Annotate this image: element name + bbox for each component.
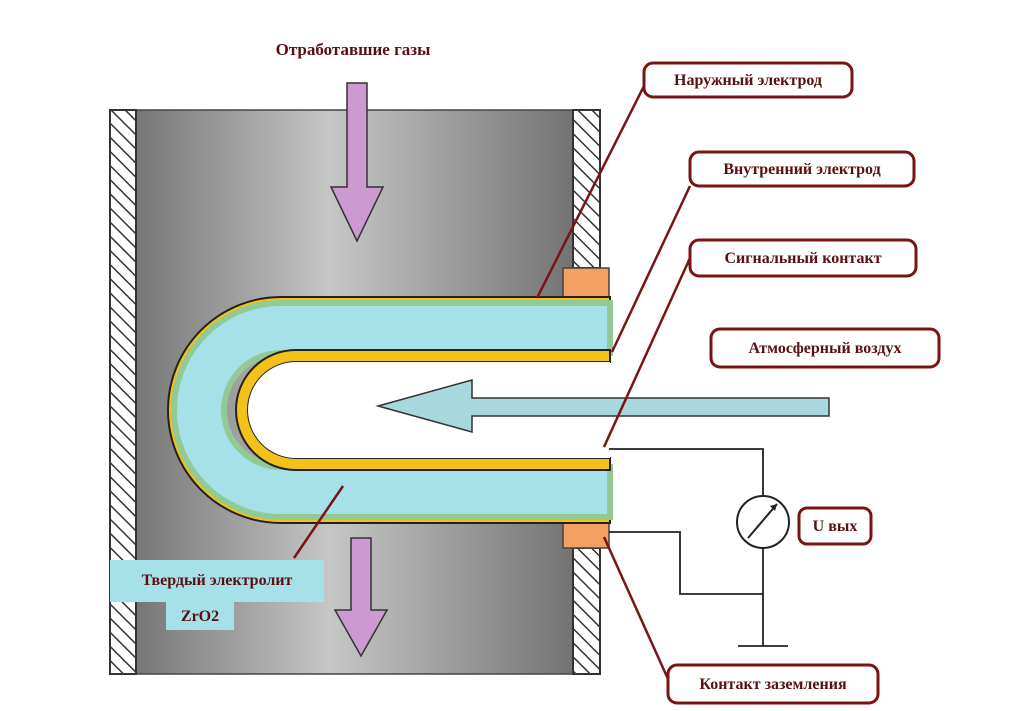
electrolyte-formula-bg	[166, 602, 234, 630]
signal-contact-label-box	[688, 238, 918, 278]
atmospheric-air-label: Атмосферный воздух	[749, 340, 902, 357]
electrolyte-formula-label: ZrO2	[181, 608, 219, 625]
exhaust-in-arrow	[329, 82, 385, 243]
leader-ground-contact	[602, 536, 670, 680]
voltmeter-icon	[736, 495, 790, 549]
electrolyte-label: Твердый электролит	[142, 572, 293, 589]
leader-outer-electrode	[535, 85, 646, 299]
signal-contact-label: Сигнальный контакт	[724, 250, 881, 267]
atmospheric-air-arrow	[375, 379, 830, 433]
measurement-circuit	[609, 448, 788, 647]
outer-electrode-label: Наружный электрод	[674, 72, 822, 89]
inner-electrode-label-box	[688, 150, 916, 188]
leader-inner-electrode	[610, 185, 692, 353]
u-out-label: U вых	[813, 518, 858, 535]
ground-contact-label: Контакт заземления	[699, 676, 847, 693]
leader-signal-contact	[602, 257, 692, 448]
solid-electrolyte-zro2	[171, 300, 613, 520]
leader-electrolyte	[292, 485, 345, 559]
exhaust-out-arrow	[333, 537, 389, 658]
u-out-label-box	[797, 506, 873, 546]
housing-wall-right-bottom	[572, 547, 601, 675]
outer-electrode-label-box	[642, 61, 854, 99]
housing-wall-right-top	[572, 109, 601, 269]
inner-electrode-label: Внутренний электрод	[723, 161, 880, 178]
electrolyte-label-bg	[110, 560, 324, 602]
exhaust-gas-label: Отработавшие газы	[276, 40, 431, 59]
atmospheric-air-label-box	[709, 327, 941, 369]
ground-contact-label-box	[666, 663, 880, 705]
